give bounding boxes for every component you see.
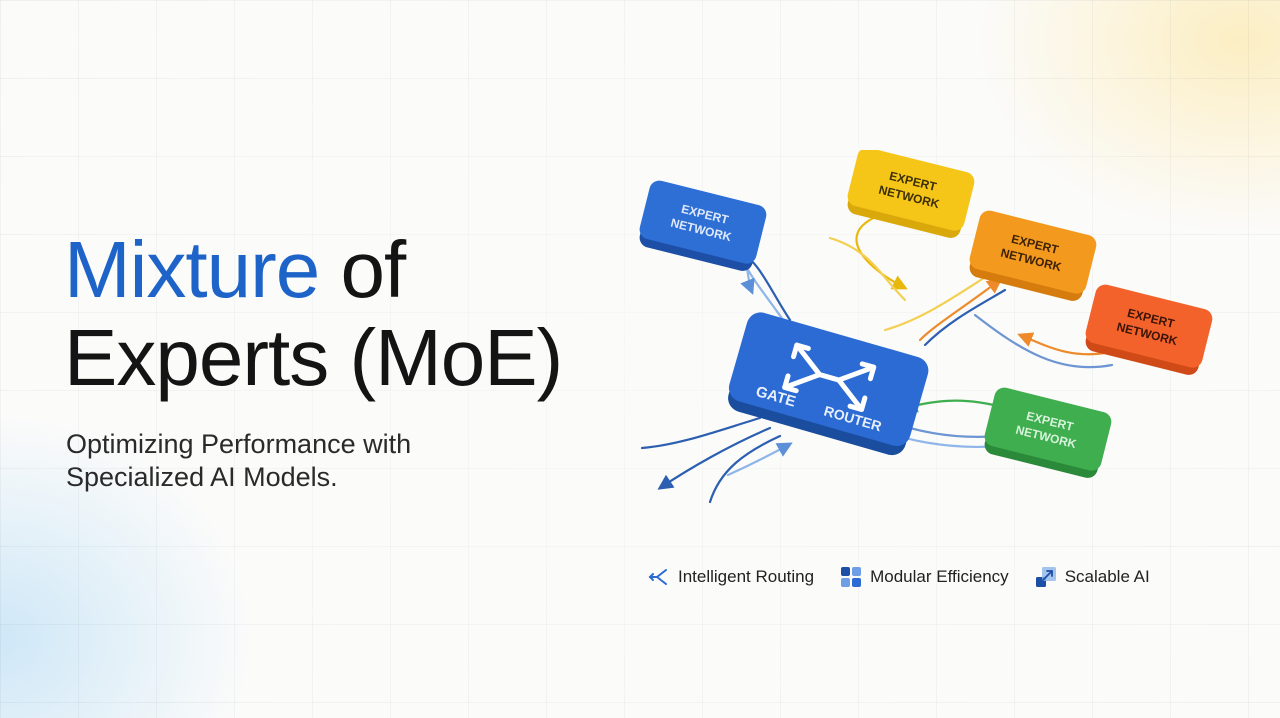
- expert-node-orange: EXPERT NETWORK: [969, 210, 1097, 301]
- gate-router-node: GATE ROUTER: [728, 312, 929, 456]
- title-line2: Experts (MoE): [64, 313, 563, 402]
- feature-scalable-ai: Scalable AI: [1035, 566, 1150, 588]
- expert-node-red: EXPERT NETWORK: [1085, 284, 1213, 375]
- line-yellow-expert-2: [828, 236, 907, 302]
- line-orange-expert-2: [918, 278, 1003, 342]
- line-green-expert-1: [902, 397, 1007, 413]
- line-input-1: [640, 416, 762, 450]
- feature-label: Modular Efficiency: [870, 567, 1009, 586]
- line-red-expert-1: [1017, 332, 1112, 356]
- line-input-4: [726, 442, 793, 477]
- feature-label: Intelligent Routing: [678, 567, 815, 586]
- page-title: Mixture of Experts (MoE): [64, 225, 563, 402]
- expert-node-yellow: EXPERT NETWORK: [847, 150, 975, 238]
- line-input-2: [657, 426, 772, 490]
- title-accent: Mixture: [64, 225, 320, 314]
- scale-icon: [1035, 567, 1056, 587]
- expert-node-blue: EXPERT NETWORK: [639, 180, 767, 271]
- line-orange-expert-3: [923, 288, 1007, 347]
- feature-modular-efficiency: Modular Efficiency: [840, 566, 1009, 588]
- line-red-expert-2: [973, 313, 1114, 369]
- line-input-3: [708, 434, 782, 504]
- expert-node-green: EXPERT NETWORK: [984, 387, 1112, 478]
- subtitle: Optimizing Performance with Specialized …: [66, 429, 412, 492]
- routing-arrows-icon: [782, 342, 877, 412]
- feature-list: Intelligent Routing Modular Efficiency S…: [648, 566, 1150, 588]
- routing-icon: [648, 569, 667, 585]
- modules-icon: [841, 567, 862, 587]
- line-yellow-expert-1: [855, 213, 908, 290]
- line-orange-expert-1: [883, 272, 992, 332]
- title-line1-rest: of: [319, 225, 406, 314]
- feature-intelligent-routing: Intelligent Routing: [648, 567, 814, 587]
- feature-label: Scalable AI: [1064, 567, 1150, 586]
- moe-diagram: EXPERT NETWORK EXPERT NETWORK EXPERT NET…: [639, 150, 1213, 504]
